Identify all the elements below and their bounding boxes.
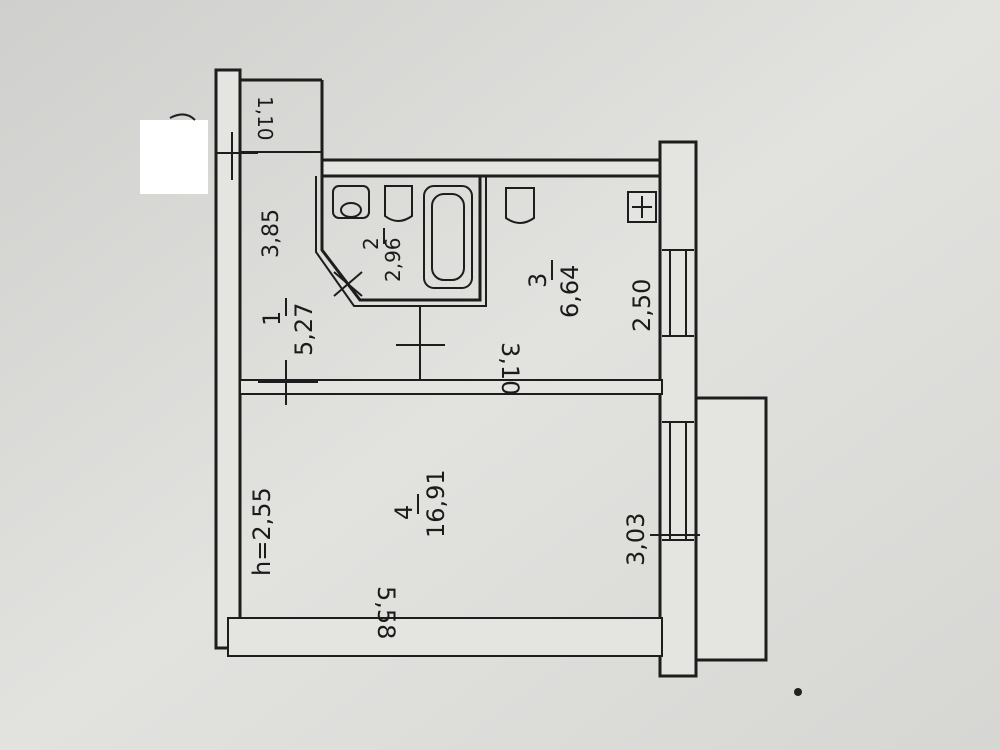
door-cross-b — [333, 271, 363, 297]
balcony — [694, 396, 768, 662]
dim-room-length: 5,58 — [372, 586, 400, 639]
bathroom-walls — [320, 176, 482, 302]
redaction-block — [140, 120, 208, 194]
bathtub-inner — [431, 193, 465, 281]
room-4-number: 4 — [390, 505, 418, 520]
room-3-area: 6,64 — [556, 265, 584, 318]
dim-kitchen-length: 3,10 — [496, 342, 524, 395]
right-outer-wall — [658, 140, 698, 678]
dim-room-width: 3,03 — [622, 513, 650, 566]
door-arc-mark — [169, 113, 196, 121]
room-2-area: 2,96 — [381, 237, 405, 282]
dim-kitchen-width: 2,50 — [628, 279, 656, 332]
top-interior-wall — [320, 158, 676, 178]
dim-top-left: 1,10 — [253, 96, 277, 141]
toilet-bowl — [340, 202, 362, 218]
bathtub-icon — [423, 185, 473, 289]
plan-walls — [214, 68, 768, 678]
bath-sink-icon — [384, 185, 413, 222]
room-1-area: 5,27 — [290, 303, 318, 356]
labels: 1,10 3,85 1 5,27 2 2,96 3 6,64 3,10 2,50… — [248, 96, 656, 639]
pen-mark — [794, 688, 802, 696]
windows — [650, 249, 700, 541]
kitchen-sink-icon — [505, 187, 535, 224]
room-4-area: 16,91 — [422, 469, 450, 538]
dim-corridor-length: 3,85 — [259, 209, 284, 258]
left-outer-wall — [214, 68, 242, 650]
room-1-number: 1 — [258, 311, 286, 326]
bathroom-walls-outer — [315, 176, 487, 307]
main-partition — [239, 379, 663, 395]
room-3-number: 3 — [524, 273, 552, 288]
room-2-number: 2 — [359, 237, 383, 250]
fixtures — [332, 185, 657, 289]
ceiling-height: h=2,55 — [248, 487, 276, 576]
bottom-wall — [227, 617, 663, 657]
